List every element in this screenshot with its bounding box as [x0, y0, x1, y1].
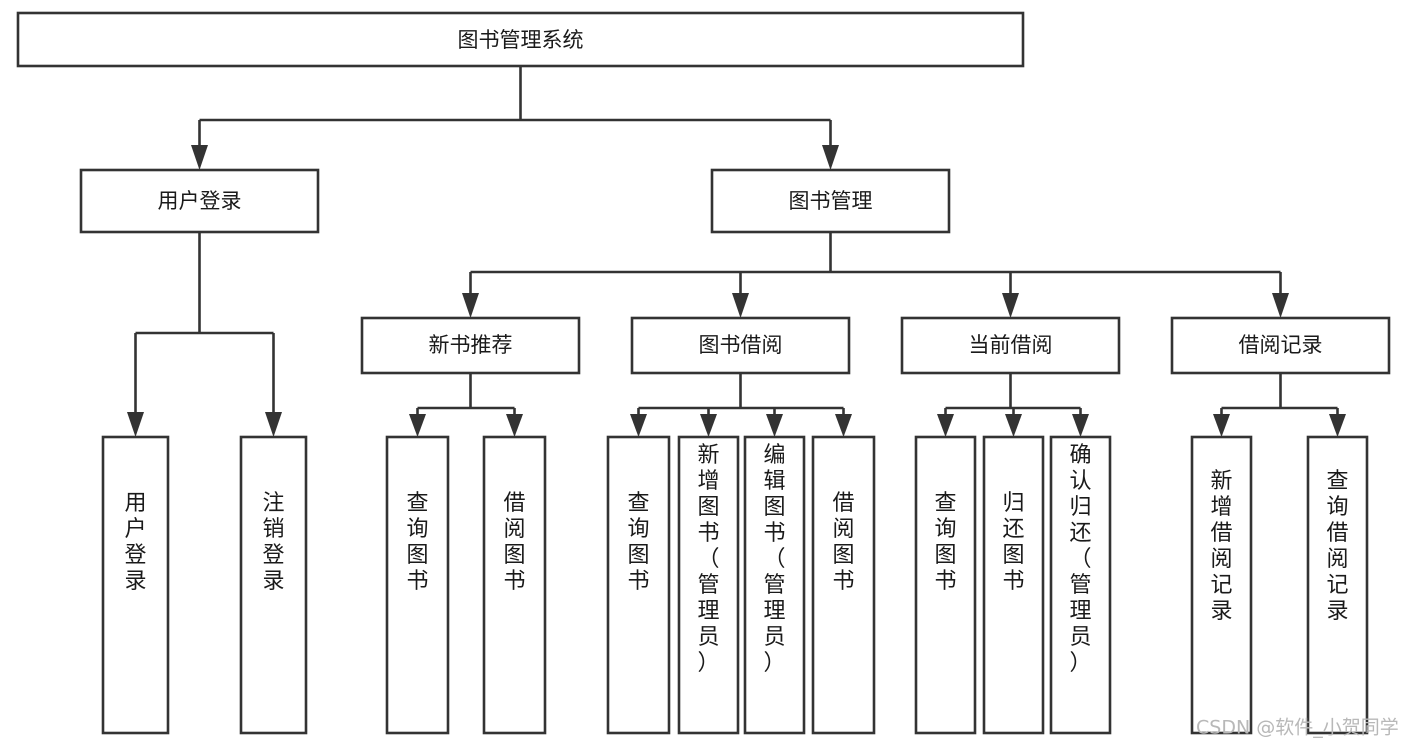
leaf-query-book-borrow-label: 查询图书 — [627, 491, 649, 594]
arrowhead-record-add — [1213, 414, 1230, 437]
node-new-book-recommend-label: 新书推荐 — [429, 333, 513, 357]
node-borrow-record[interactable]: 借阅记录 — [1170, 316, 1391, 375]
leaf-add-book-admin-label: 新增图书（管理员） — [697, 443, 719, 676]
node-book-borrow-box[interactable] — [630, 316, 851, 375]
leaf-return-book[interactable]: 归还图书 — [982, 435, 1045, 735]
leaf-add-borrow-record-label: 新增借阅记录 — [1210, 469, 1232, 624]
leaf-return-book-label: 归还图书 — [1002, 491, 1024, 594]
node-current-borrow-label: 当前借阅 — [969, 333, 1053, 357]
arrowhead-borrow-query — [630, 414, 647, 437]
node-user-login[interactable]: 用户登录 — [79, 168, 320, 234]
arrowhead-newbook-borrow — [506, 414, 523, 437]
node-current-borrow[interactable]: 当前借阅 — [900, 316, 1121, 375]
csdn-watermark: CSDN @软件_小贺同学 — [1196, 717, 1399, 739]
leaf-query-book-borrow-box[interactable] — [606, 435, 671, 735]
node-borrow-record-label: 借阅记录 — [1239, 333, 1323, 357]
leaf-query-borrow-record[interactable]: 查询借阅记录 — [1306, 435, 1369, 735]
leaf-borrow-book-newbook[interactable]: 借阅图书 — [482, 435, 547, 735]
node-new-book-recommend[interactable]: 新书推荐 — [360, 316, 581, 375]
leaf-query-book-newbook-box[interactable] — [385, 435, 450, 735]
leaf-add-book-admin[interactable]: 新增图书（管理员） — [677, 435, 740, 735]
leaf-logout-box[interactable] — [239, 435, 308, 735]
arrowhead-book-borrow — [732, 293, 749, 318]
leaf-borrow-book-newbook-label: 借阅图书 — [503, 491, 525, 594]
leaf-user-login-label: 用户登录 — [124, 491, 146, 594]
leaf-edit-book-admin-label: 编辑图书（管理员） — [763, 443, 785, 676]
arrowhead-current-confirm — [1072, 414, 1089, 437]
leaf-user-login-box[interactable] — [101, 435, 170, 735]
arrowhead-newbook-recommend — [462, 293, 479, 318]
leaf-query-book-newbook-label: 查询图书 — [406, 491, 428, 594]
node-root-box[interactable] — [16, 11, 1025, 68]
leaf-add-borrow-record[interactable]: 新增借阅记录 — [1190, 435, 1253, 735]
arrowhead-record-query — [1329, 414, 1346, 437]
connector-group — [127, 66, 1346, 437]
node-root-label: 图书管理系统 — [458, 28, 584, 52]
leaf-confirm-return-admin[interactable]: 确认归还（管理员） — [1049, 435, 1112, 735]
node-borrow-record-box[interactable] — [1170, 316, 1391, 375]
node-new-book-recommend-box[interactable] — [360, 316, 581, 375]
leaf-borrow-book-newbook-box[interactable] — [482, 435, 547, 735]
arrowhead-book-manage — [822, 145, 839, 170]
node-user-login-label: 用户登录 — [158, 189, 242, 213]
leaf-logout[interactable]: 注销登录 — [239, 435, 308, 735]
leaf-add-borrow-record-box[interactable] — [1190, 435, 1253, 735]
node-user-login-box[interactable] — [79, 168, 320, 234]
leaf-query-borrow-record-label: 查询借阅记录 — [1326, 469, 1348, 624]
leaf-query-borrow-record-box[interactable] — [1306, 435, 1369, 735]
arrowhead-current-borrow — [1002, 293, 1019, 318]
leaf-confirm-return-admin-box[interactable] — [1049, 435, 1112, 735]
leaf-lend-book[interactable]: 借阅图书 — [811, 435, 876, 735]
leaf-query-book-current-label: 查询图书 — [934, 491, 956, 594]
leaf-query-book-current-box[interactable] — [914, 435, 977, 735]
leaf-lend-book-box[interactable] — [811, 435, 876, 735]
node-current-borrow-box[interactable] — [900, 316, 1121, 375]
arrowhead-borrow-lend — [835, 414, 852, 437]
node-book-manage[interactable]: 图书管理 — [710, 168, 951, 234]
node-root[interactable]: 图书管理系统 — [16, 11, 1025, 68]
node-book-borrow[interactable]: 图书借阅 — [630, 316, 851, 375]
arrowhead-borrow-edit — [766, 414, 783, 437]
arrowhead-current-query — [937, 414, 954, 437]
leaf-user-login[interactable]: 用户登录 — [101, 435, 170, 735]
arrowhead-borrow-record — [1272, 293, 1289, 318]
arrowhead-newbook-query — [409, 414, 426, 437]
arrowhead-user-login — [191, 145, 208, 170]
leaf-logout-label: 注销登录 — [262, 491, 284, 594]
leaf-return-book-box[interactable] — [982, 435, 1045, 735]
leaf-lend-book-label: 借阅图书 — [832, 491, 854, 594]
leaf-add-book-admin-box[interactable] — [677, 435, 740, 735]
leaf-query-book-newbook[interactable]: 查询图书 — [385, 435, 450, 735]
leaf-confirm-return-admin-label: 确认归还（管理员） — [1069, 443, 1091, 676]
arrowhead-borrow-add — [700, 414, 717, 437]
leaf-query-book-current[interactable]: 查询图书 — [914, 435, 977, 735]
node-book-borrow-label: 图书借阅 — [699, 333, 783, 357]
arrowhead-current-return — [1005, 414, 1022, 437]
leaf-query-book-borrow[interactable]: 查询图书 — [606, 435, 671, 735]
leaf-edit-book-admin-box[interactable] — [743, 435, 806, 735]
node-book-manage-box[interactable] — [710, 168, 951, 234]
arrowhead-leaf-user-login — [127, 412, 144, 437]
leaf-edit-book-admin[interactable]: 编辑图书（管理员） — [743, 435, 806, 735]
arrowhead-leaf-logout — [265, 412, 282, 437]
node-book-manage-label: 图书管理 — [789, 189, 873, 213]
